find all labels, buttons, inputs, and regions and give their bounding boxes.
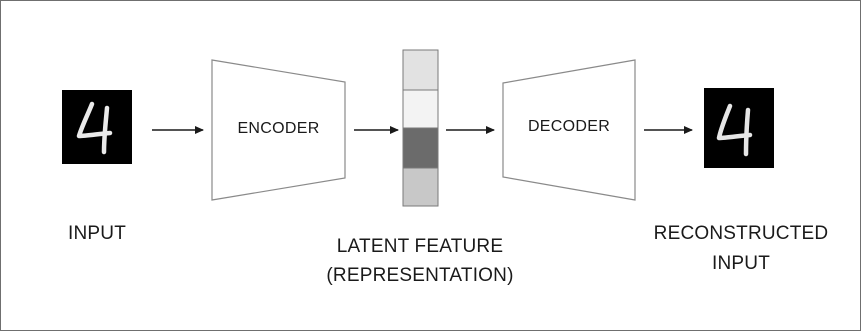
input-caption: INPUT	[68, 223, 126, 244]
latent-cell-2	[402, 89, 439, 129]
latent-cell-1	[402, 49, 439, 91]
encoder-block	[211, 59, 346, 201]
output-caption-line2: INPUT	[712, 253, 770, 274]
decoder-label: DECODER	[527, 118, 611, 135]
decoder-block	[502, 59, 636, 201]
latent-cell-4	[402, 167, 439, 207]
output-caption-line1: RECONSTRUCTED	[653, 223, 829, 244]
latent-caption-line2: (REPRESENTATION)	[326, 265, 514, 286]
latent-caption-line1: LATENT FEATURE	[336, 236, 504, 257]
encoder-label: ENCODER	[237, 120, 320, 137]
latent-cell-3	[402, 127, 439, 169]
output-digit-image-icon	[704, 88, 774, 168]
input-digit-image-icon	[62, 90, 132, 164]
